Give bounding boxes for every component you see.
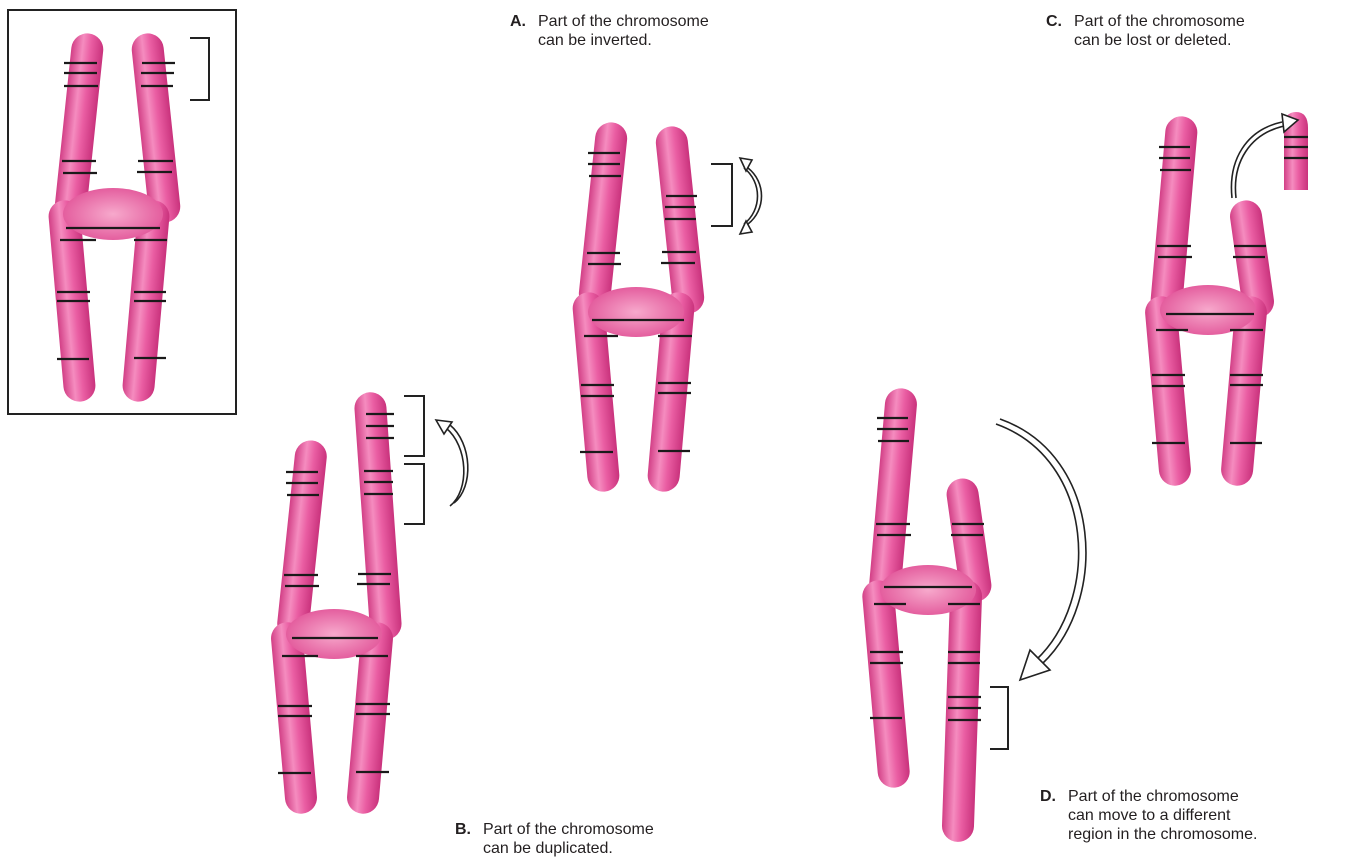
- original-chromosome-panel: [8, 10, 236, 414]
- caption-c-letter: C.: [1046, 12, 1062, 31]
- caption-line: Part of the chromosome: [1068, 787, 1257, 806]
- centromere: [1160, 285, 1256, 335]
- original-chromosome: [47, 32, 209, 403]
- caption-d-letter: D.: [1040, 787, 1056, 806]
- caption-c: C. Part of the chromosome can be lost or…: [1046, 12, 1245, 50]
- caption-a: A. Part of the chromosome can be inverte…: [510, 12, 709, 50]
- centromere: [588, 287, 684, 337]
- caption-line: region in the chromosome.: [1068, 825, 1257, 844]
- region-bracket: [990, 687, 1008, 749]
- region-bracket: [711, 164, 732, 226]
- caption-line: can be lost or deleted.: [1074, 31, 1245, 50]
- caption-a-text: Part of the chromosome can be inverted.: [538, 12, 709, 50]
- caption-d-text: Part of the chromosome can move to a dif…: [1068, 787, 1257, 844]
- arm: [941, 580, 982, 843]
- region-bracket: [404, 396, 424, 456]
- caption-line: can move to a different: [1068, 806, 1257, 825]
- deletion-chromosome: [1144, 112, 1308, 487]
- centromere: [880, 565, 976, 615]
- caption-b-text: Part of the chromosome can be duplicated…: [483, 820, 654, 858]
- caption-b-letter: B.: [455, 820, 471, 839]
- translocation-chromosome: [861, 387, 1086, 842]
- caption-b: B. Part of the chromosome can be duplica…: [455, 820, 654, 858]
- centromere: [63, 188, 163, 240]
- inversion-chromosome: [571, 121, 761, 493]
- double-headed-curved-arrow-icon: [740, 158, 762, 234]
- caption-line: Part of the chromosome: [1074, 12, 1245, 31]
- curved-arrow-icon: [436, 420, 468, 506]
- caption-c-text: Part of the chromosome can be lost or de…: [1074, 12, 1245, 50]
- caption-line: Part of the chromosome: [538, 12, 709, 31]
- long-curved-arrow-icon: [996, 419, 1086, 680]
- caption-line: Part of the chromosome: [483, 820, 654, 839]
- arm: [577, 121, 628, 311]
- region-bracket: [190, 38, 209, 100]
- arm: [353, 391, 402, 641]
- caption-line: can be duplicated.: [483, 839, 654, 858]
- caption-line: can be inverted.: [538, 31, 709, 50]
- caption-a-letter: A.: [510, 12, 526, 31]
- region-bracket: [404, 464, 424, 524]
- caption-d: D. Part of the chromosome can move to a …: [1040, 787, 1257, 844]
- duplication-chromosome: [270, 391, 468, 815]
- centromere: [286, 609, 382, 659]
